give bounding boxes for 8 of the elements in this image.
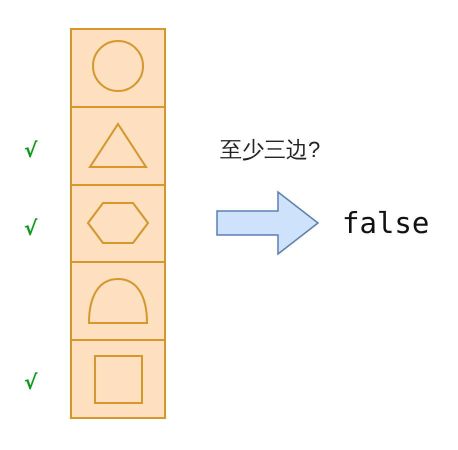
block-arrow (216, 190, 320, 256)
check-mark: √ (24, 370, 38, 394)
check-mark: √ (24, 216, 38, 240)
column-box (70, 28, 166, 419)
check-mark: √ (24, 138, 38, 162)
shape-cell (72, 186, 164, 264)
edge-label: 至少三边? (220, 136, 320, 164)
result-text: false (342, 205, 430, 242)
